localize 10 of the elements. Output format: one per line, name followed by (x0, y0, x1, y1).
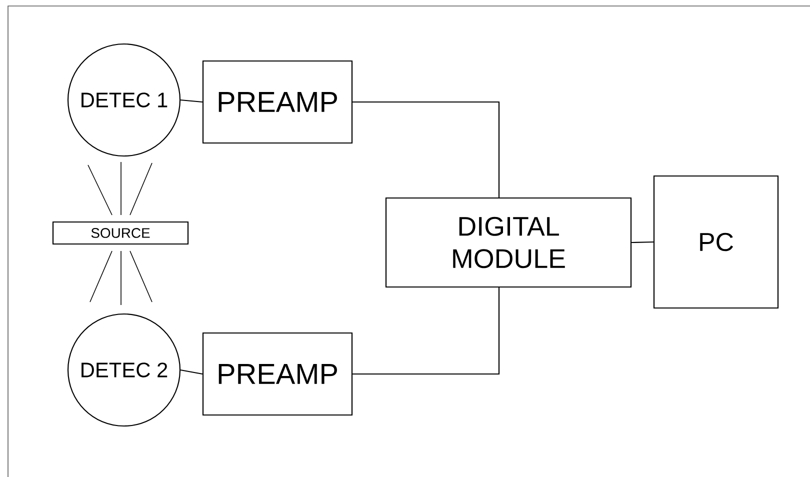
preamp-box: PREAMP (202, 332, 353, 416)
preamp-box: PREAMP (202, 60, 353, 144)
connector-line (180, 369, 203, 375)
pc-box: PC (653, 175, 779, 309)
connector-line (180, 99, 202, 103)
digital-module-box: DIGITAL MODULE (385, 197, 632, 288)
connector-line (632, 241, 654, 244)
connector-line (352, 288, 500, 375)
connector-line (352, 101, 500, 198)
source-box: SOURCE (52, 221, 189, 245)
